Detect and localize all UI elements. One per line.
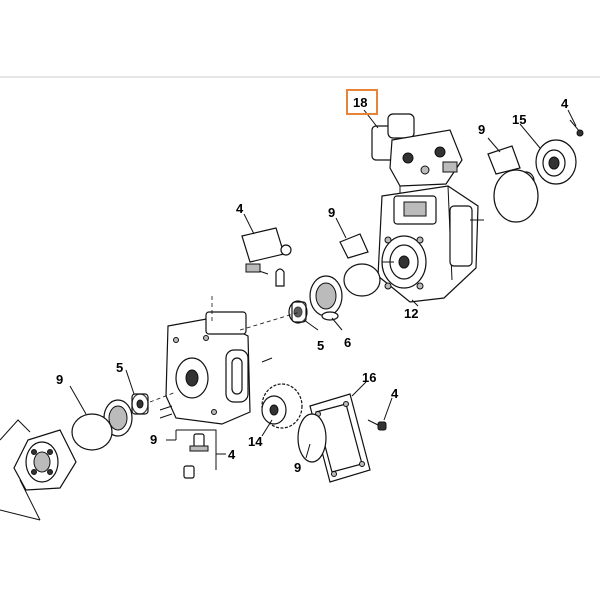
o-ring-9-bottom[interactable] [297,413,327,463]
gasket-9-label-plate [487,145,521,175]
callout-5-middle[interactable]: 5 [317,338,324,353]
callout-9-left[interactable]: 9 [56,372,63,387]
callout-4-middle[interactable]: 4 [236,201,244,216]
o-ring-9-middle[interactable] [343,263,381,297]
screw-small-3 [261,357,273,363]
bearing-5-left[interactable] [131,393,149,415]
callout-4-right[interactable]: 4 [391,386,399,401]
stud-4-middle[interactable] [245,244,292,287]
pump-housing-12[interactable] [377,185,484,303]
cylinder-block[interactable] [13,429,77,491]
swash-plate-6[interactable] [309,275,343,321]
callout-9-top[interactable]: 9 [478,122,485,137]
bracket-line-plug [176,429,217,470]
screw-small-2 [159,405,173,411]
end-cover-housing[interactable] [165,311,251,425]
shaft-line [0,509,41,521]
highlight-box-18 [346,89,378,115]
callout-6[interactable]: 6 [344,335,351,350]
callout-12[interactable]: 12 [404,306,418,321]
callout-line-9e [0,419,31,441]
gear-14[interactable] [261,383,303,429]
control-valve-assembly[interactable] [371,113,463,200]
callout-16[interactable]: 16 [362,370,376,385]
gasket-9-middle-plate [339,233,369,259]
callout-18[interactable]: 18 [353,95,367,110]
plug-assembly[interactable] [183,433,209,479]
callout-15[interactable]: 15 [512,112,526,127]
callout-9-middle[interactable]: 9 [328,205,335,220]
shaft-line-2 [19,479,41,521]
o-ring-9-left[interactable] [71,413,113,451]
callout-9-bottom[interactable]: 9 [294,460,301,475]
callout-14[interactable]: 14 [248,434,263,449]
callout-4-bottom[interactable]: 4 [228,447,236,462]
gasket-4-middle-plate [241,227,285,263]
callout-9-plug[interactable]: 9 [150,432,157,447]
callout-5-left[interactable]: 5 [116,360,123,375]
cover-plate-16[interactable] [309,393,371,483]
screw-small-1 [159,413,173,419]
screw-4-right[interactable] [367,419,387,431]
callout-4-top[interactable]: 4 [561,96,569,111]
screw-4-top[interactable] [569,119,584,137]
o-ring-9-top[interactable] [493,169,539,223]
bearing-5-middle[interactable] [288,300,308,324]
